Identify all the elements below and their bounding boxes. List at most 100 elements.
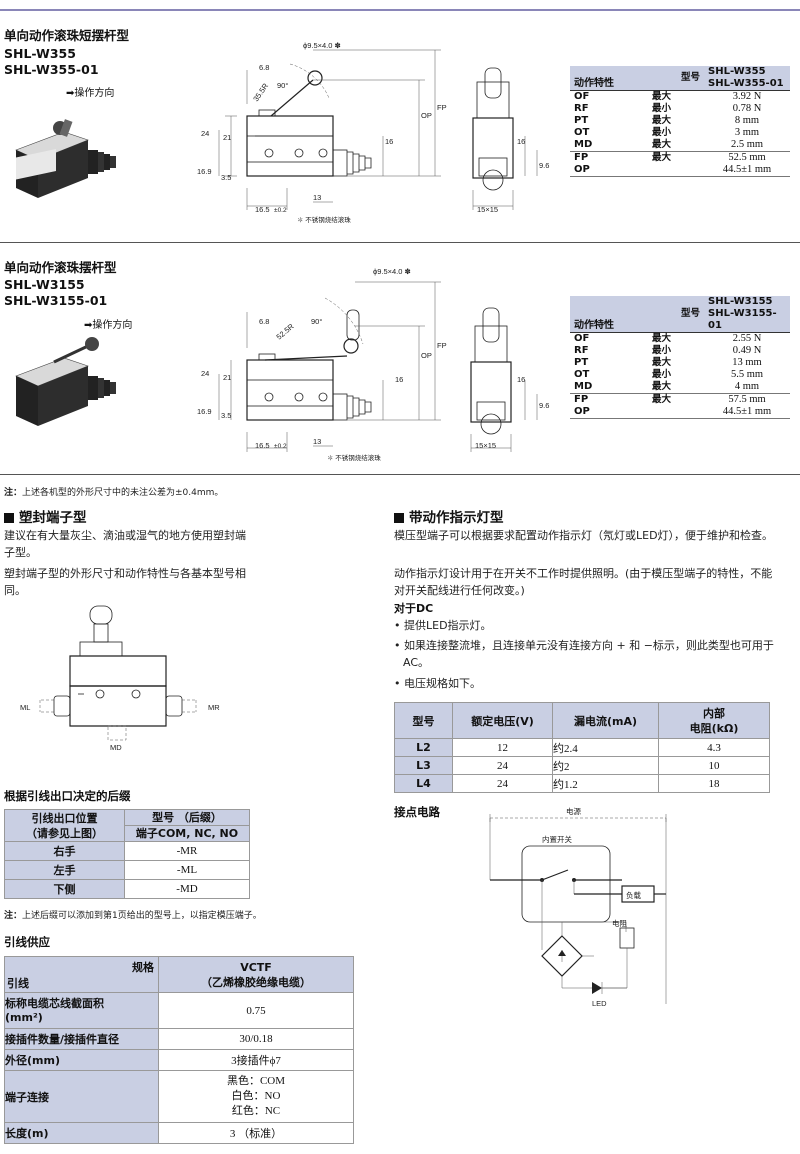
supply-wire-white: 白色：NO [231,1090,281,1102]
spec-minmax: 最小 [652,103,672,114]
square-bullet-icon [4,513,14,523]
voltage-resistance: 10 [658,756,770,775]
suffix-header-model: 型号 （后缀） [124,809,250,826]
voltage-resistance: 4.3 [658,738,770,757]
supply-wire-black: 黑色：COM [226,1075,286,1087]
dim-tol: ±0.2 [274,443,287,450]
dim-24: 24 [201,129,209,138]
spec-header-model: 型号 [648,296,704,333]
indicator-para-2: 动作指示灯设计用于在开关不工作时提供照明。(由于模压型端子的特性，不能对开关配线… [394,567,773,597]
voltage-model: L3 [394,756,453,775]
section2-title: 单向动作滚珠摆杆型 [4,260,117,275]
suffix-position: 左手 [4,860,125,880]
voltage-rated: 24 [452,774,553,793]
indicator-para-1: 模压型端子可以根据要求配置动作指示灯（氖灯或LED灯），便于维护和检查。 [394,529,774,542]
supply-row-value: 3接插件ϕ7 [158,1049,354,1071]
voltage-header-resistance: 电阻(kΩ) [689,721,739,735]
spec-minmax: 最大 [652,139,672,150]
voltage-rated: 12 [452,738,553,757]
spec-value: 5.5 mm [730,369,764,380]
spec-param: PT [574,357,589,368]
dim-13: 13 [313,437,321,446]
dim-16: 16 [385,137,393,146]
section2-product-photo: ➡操作方向 [4,312,134,447]
spec-model-a: SHL-W355 [708,66,766,77]
section-divider [0,242,800,243]
voltage-resistance: 18 [658,774,770,793]
dim-68: 6.8 [259,317,269,326]
sealed-terminal-drawing: ML MR MD [20,605,220,752]
suffix-title: 根据引线出口决定的后缀 [4,789,131,803]
dim-tol: ±0.2 [274,207,287,214]
section1-model: SHL-W355 [4,46,76,61]
section1-title: 单向动作滚珠短摆杆型 [4,28,130,43]
ml-label: ML [20,703,30,712]
dim-169: 16.9 [197,407,212,416]
spec-header-left: 动作特性 [570,296,648,333]
spec-value: 44.5±1 mm [722,164,772,175]
spec-minmax [648,164,704,177]
sealed-title: 塑封端子型 [4,506,87,526]
dim-r: 52.5R [275,321,297,341]
resistor-label: 电阻 [612,918,627,928]
suffix-note: 注：上述后缀可以添加到第1页给出的型号上，以指定模压端子。 [4,911,262,921]
spec-minmax: 最小 [652,127,672,138]
square-bullet-icon [394,513,404,523]
section2-drawing: ϕ9.5×4.0 ✽ 6.8 52.5R 90° OP FP 24 21 16 … [197,268,549,462]
dim-roller: ϕ9.5×4.0 ✽ [373,268,412,276]
spec-minmax [648,406,704,419]
supply-row-label: 长度(m) [4,1122,159,1144]
spec-param: FP [574,394,589,405]
spec-value: 2.5 mm [730,139,764,150]
supply-wire-red: 红色：NC [231,1105,281,1117]
supply-row-value: 0.75 [158,992,354,1029]
dim-op: OP [421,111,432,120]
suffix-table: 引线出口位置（请参见上图） 型号 （后缀） 端子COM, NC, NO 右手-M… [4,809,250,899]
voltage-rated: 24 [452,756,553,775]
dim-roller: ϕ9.5×4.0 ✽ [303,41,342,50]
spec-param: OT [574,369,590,380]
dim-35: 3.5 [221,173,231,182]
dim-15x15: 15×15 [477,205,498,214]
section1-drawing: ϕ9.5×4.0 ✽ 6.8 35.5R 90° OP FP 24 21 16 … [197,41,549,224]
spec-value: 52.5 mm [728,152,766,163]
contact-circuit-diagram: 电源 内置开关 负载 电阻 LED [489,806,667,1008]
spec-header-model: 型号 [648,66,704,91]
supply-row-label: 接插件数量/接插件直径 [4,1028,159,1050]
dim-16: 16 [395,375,403,384]
spec-param: OT [574,127,590,138]
dc-heading: 对于DC [394,602,434,615]
bearing-note: ✽ 不锈钢烧结滚珠 [297,215,351,224]
section-divider [0,474,800,475]
voltage-header-leak: 漏电流(mA) [552,702,659,739]
operation-direction: ➡操作方向 [84,320,133,331]
supply-row-label: 标称电缆芯线截面积 [5,996,104,1010]
led-label: LED [592,999,607,1008]
supply-title: 引线供应 [4,935,50,949]
spec-model-a: SHL-W3155 [708,296,773,307]
spec-value: 2.55 N [732,333,762,344]
section2-model: SHL-W3155 [4,277,85,292]
spec-minmax: 最大 [652,333,672,344]
spec-minmax: 最大 [652,91,672,102]
dim-fp: FP [437,103,447,112]
spec-model-b: SHL-W3155-01 [708,308,777,331]
spec-value: 13 mm [732,357,762,368]
spec-value: 3 mm [734,127,760,138]
spec-param: OP [574,164,590,175]
suffix-header-terminal: 端子COM, NC, NO [124,825,250,842]
sealed-para-1: 建议在有大量灰尘、滴油或湿气的地方使用塑封端子型。 [4,529,246,559]
spec-header-left: 动作特性 [570,66,648,91]
spec-param: FP [574,152,589,163]
spec-minmax: 最小 [652,345,672,356]
spec-minmax: 最大 [652,394,672,405]
suffix-code: -ML [124,860,250,880]
dim-r: 35.5R [251,81,270,103]
indicator-title: 带动作指示灯型 [394,506,504,526]
sealed-para-2: 塑封端子型的外形尺寸和动作特性与各基本型号相同。 [4,567,246,597]
load-label: 负载 [626,890,641,900]
supply-row-value: 30/0.18 [158,1028,354,1050]
suffix-position: 下侧 [4,879,125,899]
spec-minmax: 最小 [652,369,672,380]
